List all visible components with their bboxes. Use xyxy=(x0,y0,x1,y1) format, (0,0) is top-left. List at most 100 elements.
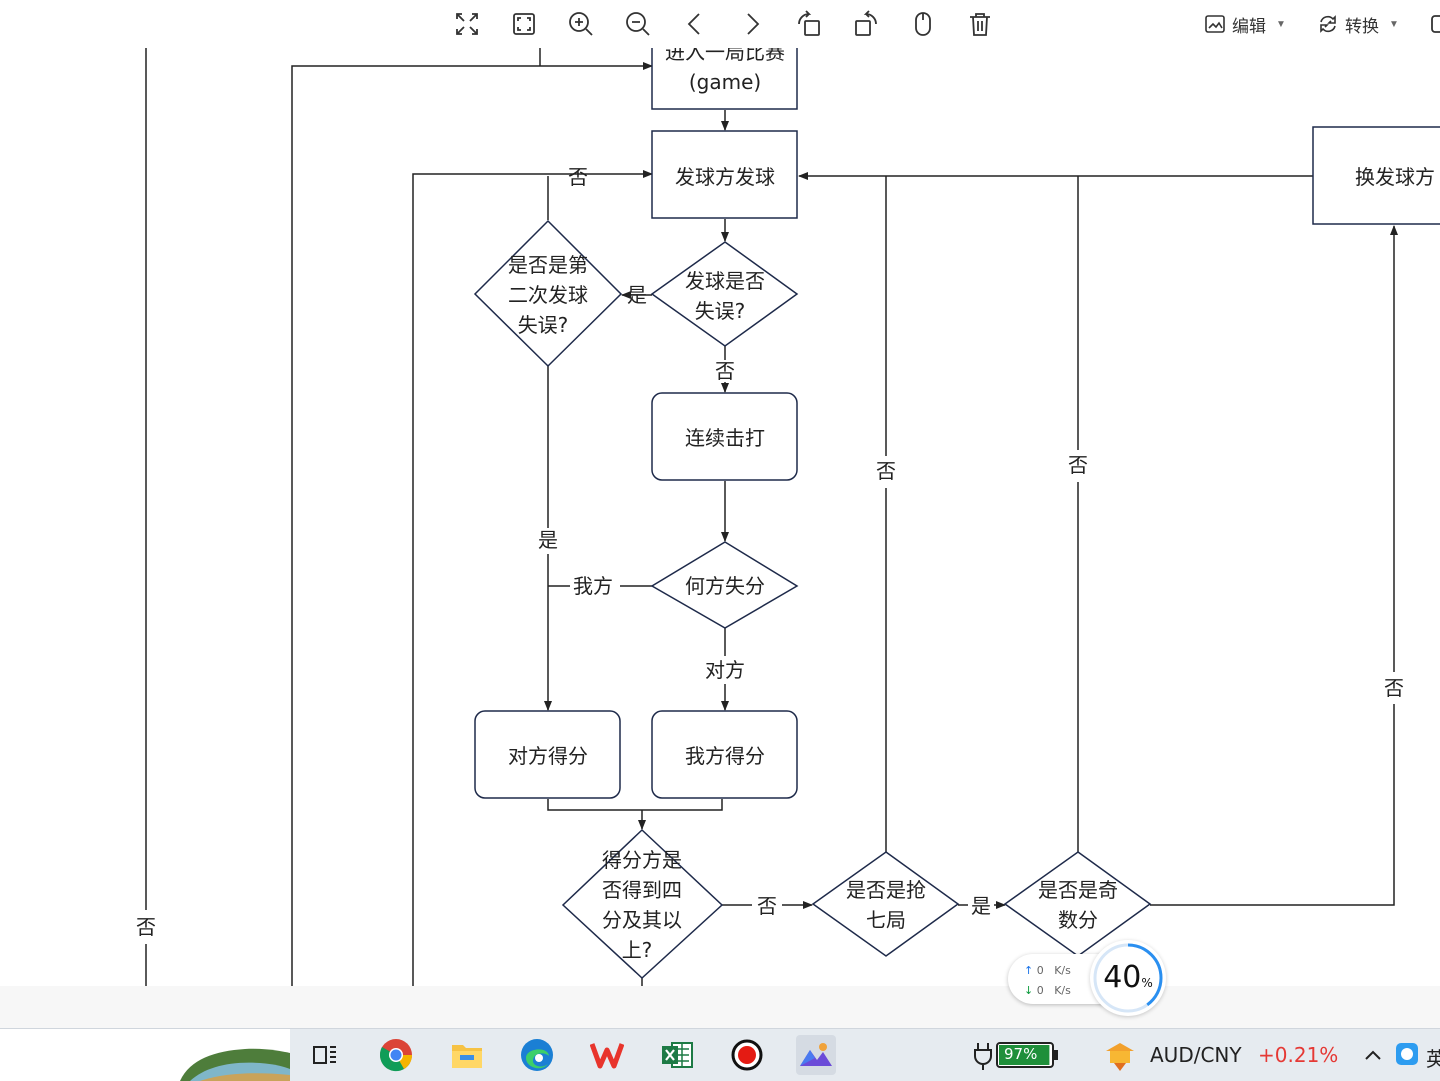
qq-icon[interactable] xyxy=(1394,1041,1420,1067)
node-text: 连续击打 xyxy=(685,426,765,450)
connector-to-serve xyxy=(412,170,653,986)
rotate-right-icon[interactable] xyxy=(848,6,884,42)
download-speed: ↓ 0 K/s xyxy=(1024,984,1071,997)
node-my-score[interactable] xyxy=(651,710,798,799)
upload-value: 0 xyxy=(1036,964,1044,977)
node-four-points[interactable] xyxy=(561,828,724,980)
node-second-fault[interactable] xyxy=(473,219,623,368)
upload-speed: ↑ 0 K/s xyxy=(1024,964,1071,977)
node-text: 发球方发球 xyxy=(675,165,775,189)
node-text: 是否是奇 xyxy=(1038,878,1118,902)
download-arrow-icon: ↓ xyxy=(1024,984,1034,997)
photos-icon[interactable] xyxy=(796,1035,836,1075)
ticker-symbol[interactable]: AUD/CNY xyxy=(1150,1043,1242,1067)
taskview-icon[interactable] xyxy=(305,1035,345,1075)
next-icon[interactable] xyxy=(734,6,770,42)
node-serve-fault[interactable] xyxy=(650,241,799,347)
node-enter-game[interactable] xyxy=(651,48,798,110)
battery-icon xyxy=(996,1042,1058,1068)
zoom-out-icon[interactable] xyxy=(620,6,656,42)
edge-label-yes: 是 xyxy=(627,283,647,307)
edge-label-no: 否 xyxy=(1384,676,1404,700)
speed-unit: K/s xyxy=(1054,984,1071,997)
more-icon[interactable] xyxy=(1424,6,1440,42)
input-method-indicator[interactable]: 英 xyxy=(1426,1047,1440,1071)
viewer-bottom-strip xyxy=(0,986,1440,1028)
edge-label-their-side: 对方 xyxy=(705,658,745,682)
fit-screen-icon[interactable] xyxy=(506,6,542,42)
edge-label-no: 否 xyxy=(1068,453,1088,477)
weather-icon[interactable] xyxy=(1102,1039,1138,1073)
image-viewer-toolbar: 编辑 ▼ 转换 ▼ xyxy=(0,0,1440,48)
node-text: 七局 xyxy=(866,908,906,932)
landscape-image xyxy=(180,1048,290,1081)
edit-label: 编辑 xyxy=(1232,16,1266,36)
edge-label-no: 否 xyxy=(715,359,735,383)
node-text: 失误? xyxy=(518,313,569,337)
ticker-change[interactable]: +0.21% xyxy=(1258,1043,1339,1067)
edge-label-yes: 是 xyxy=(971,894,991,918)
node-who-lost[interactable] xyxy=(650,541,799,629)
node-text: 发球是否 xyxy=(685,269,765,293)
record-icon[interactable] xyxy=(727,1035,767,1075)
node-text: 失误? xyxy=(695,299,746,323)
edit-menu[interactable]: 编辑 ▼ xyxy=(1204,10,1286,38)
node-tiebreak[interactable] xyxy=(811,851,960,957)
mouse-icon[interactable] xyxy=(905,6,941,42)
excel-icon[interactable] xyxy=(657,1035,697,1075)
rotate-left-icon[interactable] xyxy=(791,6,827,42)
convert-label: 转换 xyxy=(1345,16,1379,36)
node-text: 是否是抢 xyxy=(846,878,926,902)
zoom-in-icon[interactable] xyxy=(563,6,599,42)
battery-percent: 97% xyxy=(1004,1045,1038,1063)
expand-icon[interactable] xyxy=(449,6,485,42)
taskbar-search-box[interactable] xyxy=(0,1029,290,1081)
windows-taskbar: 97% AUD/CNY +0.21% 英 xyxy=(0,1028,1440,1081)
node-text: 分及其以 xyxy=(602,908,682,932)
node-text: 进入一局比赛 xyxy=(665,48,785,64)
edge-label-no: 否 xyxy=(757,894,777,918)
edge-label-no: 否 xyxy=(876,459,896,483)
network-speed-widget[interactable]: ↑ 0 K/s ↓ 0 K/s 40% xyxy=(1008,940,1166,1016)
gauge-ring xyxy=(1093,943,1163,1013)
edge-icon[interactable] xyxy=(517,1035,557,1075)
battery-indicator[interactable]: 97% xyxy=(996,1041,1060,1069)
connector-merge xyxy=(547,799,723,811)
download-value: 0 xyxy=(1036,984,1044,997)
node-text: 换发球方 xyxy=(1355,165,1435,189)
usage-gauge: 40% xyxy=(1090,940,1166,1016)
node-text: 对方得分 xyxy=(508,744,588,768)
node-text: 是否是第 xyxy=(508,253,588,277)
node-text: 否得到四 xyxy=(602,878,682,902)
node-rally[interactable] xyxy=(651,392,798,481)
flowchart-canvas[interactable]: 进入一局比赛 (game) 发球方发球 发球是否 失误? 是否是第 二次发球 失… xyxy=(0,48,1440,986)
chrome-icon[interactable] xyxy=(376,1035,416,1075)
node-text: 得分方是 xyxy=(602,848,682,872)
node-text: 二次发球 xyxy=(508,283,588,307)
connector-to-game xyxy=(291,62,653,986)
edge-label-no: 否 xyxy=(568,165,588,189)
network-speed-box: ↑ 0 K/s ↓ 0 K/s xyxy=(1008,954,1104,1004)
node-text: (game) xyxy=(689,70,761,94)
edge-label-no: 否 xyxy=(136,915,156,939)
node-text: 何方失分 xyxy=(685,574,765,598)
caret-down-icon: ▼ xyxy=(1276,18,1286,30)
node-text: 我方得分 xyxy=(685,744,765,768)
file-explorer-icon[interactable] xyxy=(447,1035,487,1075)
caret-down-icon: ▼ xyxy=(1389,18,1399,30)
image-edit-icon xyxy=(1205,15,1225,33)
edge-label-our-side: 我方 xyxy=(573,574,613,598)
delete-icon[interactable] xyxy=(962,6,998,42)
node-opponent-score[interactable] xyxy=(474,710,621,799)
convert-menu[interactable]: 转换 ▼ xyxy=(1317,10,1399,38)
node-serve[interactable] xyxy=(651,130,798,219)
power-plug-icon[interactable] xyxy=(972,1041,994,1071)
upload-arrow-icon: ↑ xyxy=(1024,964,1034,977)
previous-icon[interactable] xyxy=(677,6,713,42)
chevron-up-icon[interactable] xyxy=(1363,1045,1383,1065)
flowchart: 进入一局比赛 (game) 发球方发球 发球是否 失误? 是否是第 二次发球 失… xyxy=(136,48,1440,986)
wps-icon[interactable] xyxy=(587,1035,627,1075)
node-switch-server[interactable] xyxy=(1312,126,1440,225)
edge-label-yes: 是 xyxy=(538,528,558,552)
node-text: 数分 xyxy=(1058,908,1098,932)
